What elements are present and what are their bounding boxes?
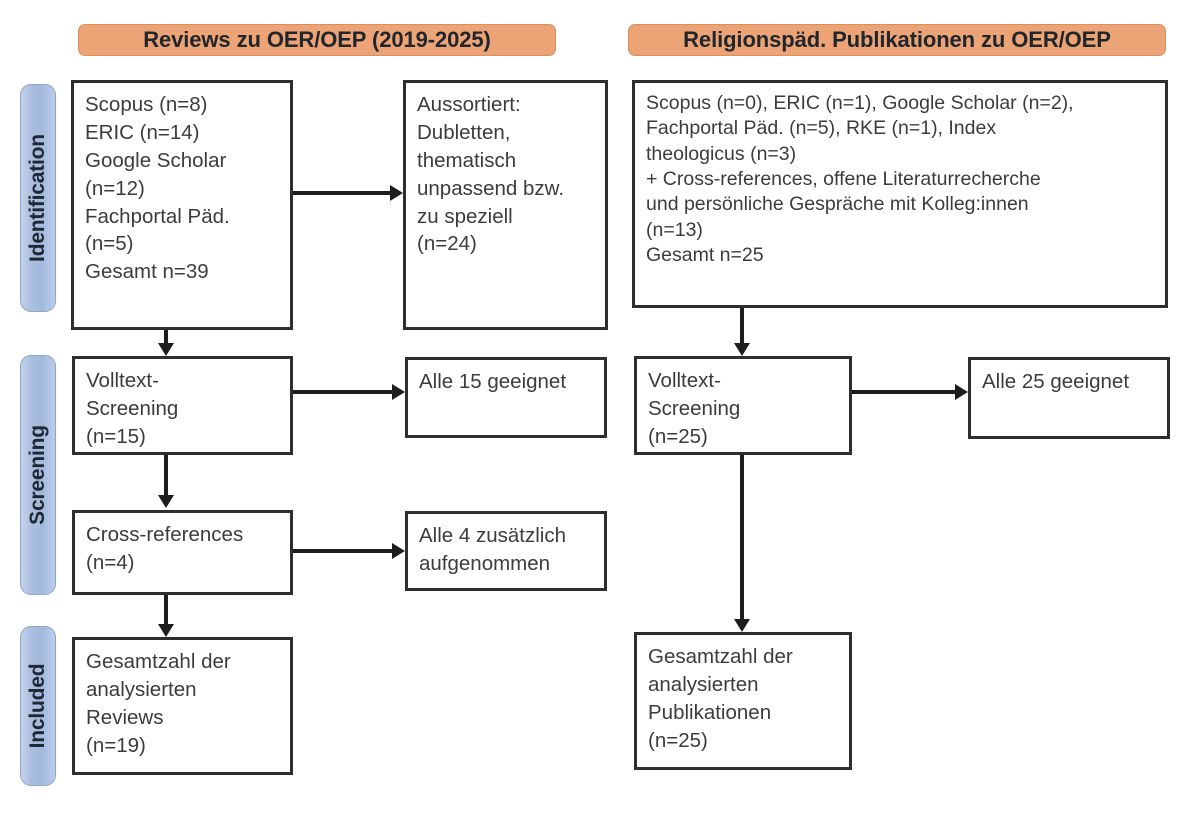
arrow-right-fulltext-to-included [734, 619, 750, 632]
box-line: analysierten [86, 677, 197, 701]
box-line: Scopus (n=0), ERIC (n=1), Google Scholar… [646, 92, 1074, 114]
box-line: Alle 15 geeignet [419, 370, 567, 393]
phase-label-screening: Screening [26, 425, 49, 525]
connector-right-fulltext-to-result [852, 390, 955, 394]
box-line: (n=13) [646, 218, 703, 241]
box-line: Gesamt n=39 [85, 260, 209, 284]
arrow-left-fulltext-to-result [392, 384, 405, 400]
phase-tab-identification: Identification [20, 84, 56, 312]
box-left-crossrefs-result: Alle 4 zusätzlich aufgenommen [405, 511, 607, 591]
box-line: thematisch [417, 148, 517, 172]
connector-left-crossrefs-to-included [164, 595, 168, 626]
box-line: Cross-references [86, 523, 244, 546]
box-line: Fachportal Päd. (n=5), RKE (n=1), Index [646, 117, 997, 140]
arrow-left-sources-to-fulltext [158, 343, 174, 356]
box-line: Fachportal Päd. [85, 204, 230, 228]
box-left-crossrefs: Cross-references (n=4) [72, 510, 293, 595]
box-line: Publikationen [648, 700, 772, 724]
box-line: Volltext- [648, 369, 721, 392]
box-line: Scopus (n=8) [85, 93, 208, 116]
box-line: theologicus (n=3) [646, 142, 797, 165]
box-right-included-total: Gesamtzahl der analysierten Publikatione… [634, 632, 852, 770]
phase-tab-screening: Screening [20, 355, 56, 595]
connector-left-sources-to-fulltext [164, 330, 168, 346]
connector-right-fulltext-to-included [740, 455, 744, 621]
box-line: Dubletten, [417, 120, 511, 144]
box-line: (n=19) [86, 733, 146, 757]
box-right-fulltext-result: Alle 25 geeignet [968, 357, 1170, 439]
box-line: ERIC (n=14) [85, 120, 200, 144]
connector-right-sources-to-fulltext [740, 308, 744, 346]
arrow-left-crossrefs-to-included [158, 624, 174, 637]
box-line: Screening [648, 396, 741, 420]
box-left-fulltext-result: Alle 15 geeignet [405, 357, 607, 438]
box-line: (n=5) [85, 232, 134, 256]
box-line: Gesamtzahl der [648, 645, 793, 668]
box-left-included-total: Gesamtzahl der analysierten Reviews (n=1… [72, 637, 293, 775]
phase-tab-included: Included [20, 626, 56, 786]
box-line: Volltext- [86, 369, 159, 392]
box-line: (n=15) [86, 424, 146, 448]
box-right-sources: Scopus (n=0), ERIC (n=1), Google Scholar… [632, 80, 1168, 308]
box-line: Reviews [86, 705, 164, 729]
connector-left-fulltext-to-crossrefs [164, 455, 168, 497]
box-line: (n=12) [85, 176, 145, 200]
box-line: Alle 4 zusätzlich [419, 524, 566, 547]
box-line: (n=25) [648, 728, 708, 752]
box-line: Screening [86, 396, 179, 420]
box-line: (n=24) [417, 232, 477, 256]
box-line: analysierten [648, 672, 759, 696]
box-line: (n=25) [648, 424, 708, 448]
phase-label-included: Included [26, 663, 49, 749]
box-line: (n=4) [86, 550, 135, 574]
box-line: Gesamt n=25 [646, 244, 764, 267]
connector-left-crossrefs-to-result [293, 549, 392, 553]
box-line: Alle 25 geeignet [982, 370, 1130, 393]
box-left-fulltext-screening: Volltext- Screening (n=15) [72, 356, 293, 455]
box-left-sources: Scopus (n=8) ERIC (n=14) Google Scholar … [71, 80, 293, 330]
box-right-fulltext-screening: Volltext- Screening (n=25) [634, 356, 852, 455]
box-line: und persönliche Gespräche mit Kolleg:inn… [646, 193, 1029, 216]
arrow-right-fulltext-to-result [955, 384, 968, 400]
column-header-left: Reviews zu OER/OEP (2019-2025) [78, 24, 556, 56]
connector-left-fulltext-to-result [293, 390, 392, 394]
box-line: Aussortiert: [417, 93, 521, 116]
connector-left-sources-to-excluded [293, 191, 390, 195]
column-header-right: Religionspäd. Publikationen zu OER/OEP [628, 24, 1166, 56]
box-line: unpassend bzw. [417, 176, 565, 200]
arrow-left-crossrefs-to-result [392, 543, 405, 559]
box-line: Gesamtzahl der [86, 650, 231, 673]
arrow-right-sources-to-fulltext [734, 343, 750, 356]
arrow-left-fulltext-to-crossrefs [158, 495, 174, 508]
phase-label-identification: Identification [26, 134, 49, 262]
box-line: + Cross-references, offene Literaturrech… [646, 168, 1041, 191]
box-line: Google Scholar [85, 148, 227, 172]
box-line: aufgenommen [419, 551, 551, 575]
box-line: zu speziell [417, 204, 513, 228]
box-left-excluded: Aussortiert: Dubletten, thematisch unpas… [403, 80, 608, 330]
arrow-left-sources-to-excluded [390, 185, 403, 201]
